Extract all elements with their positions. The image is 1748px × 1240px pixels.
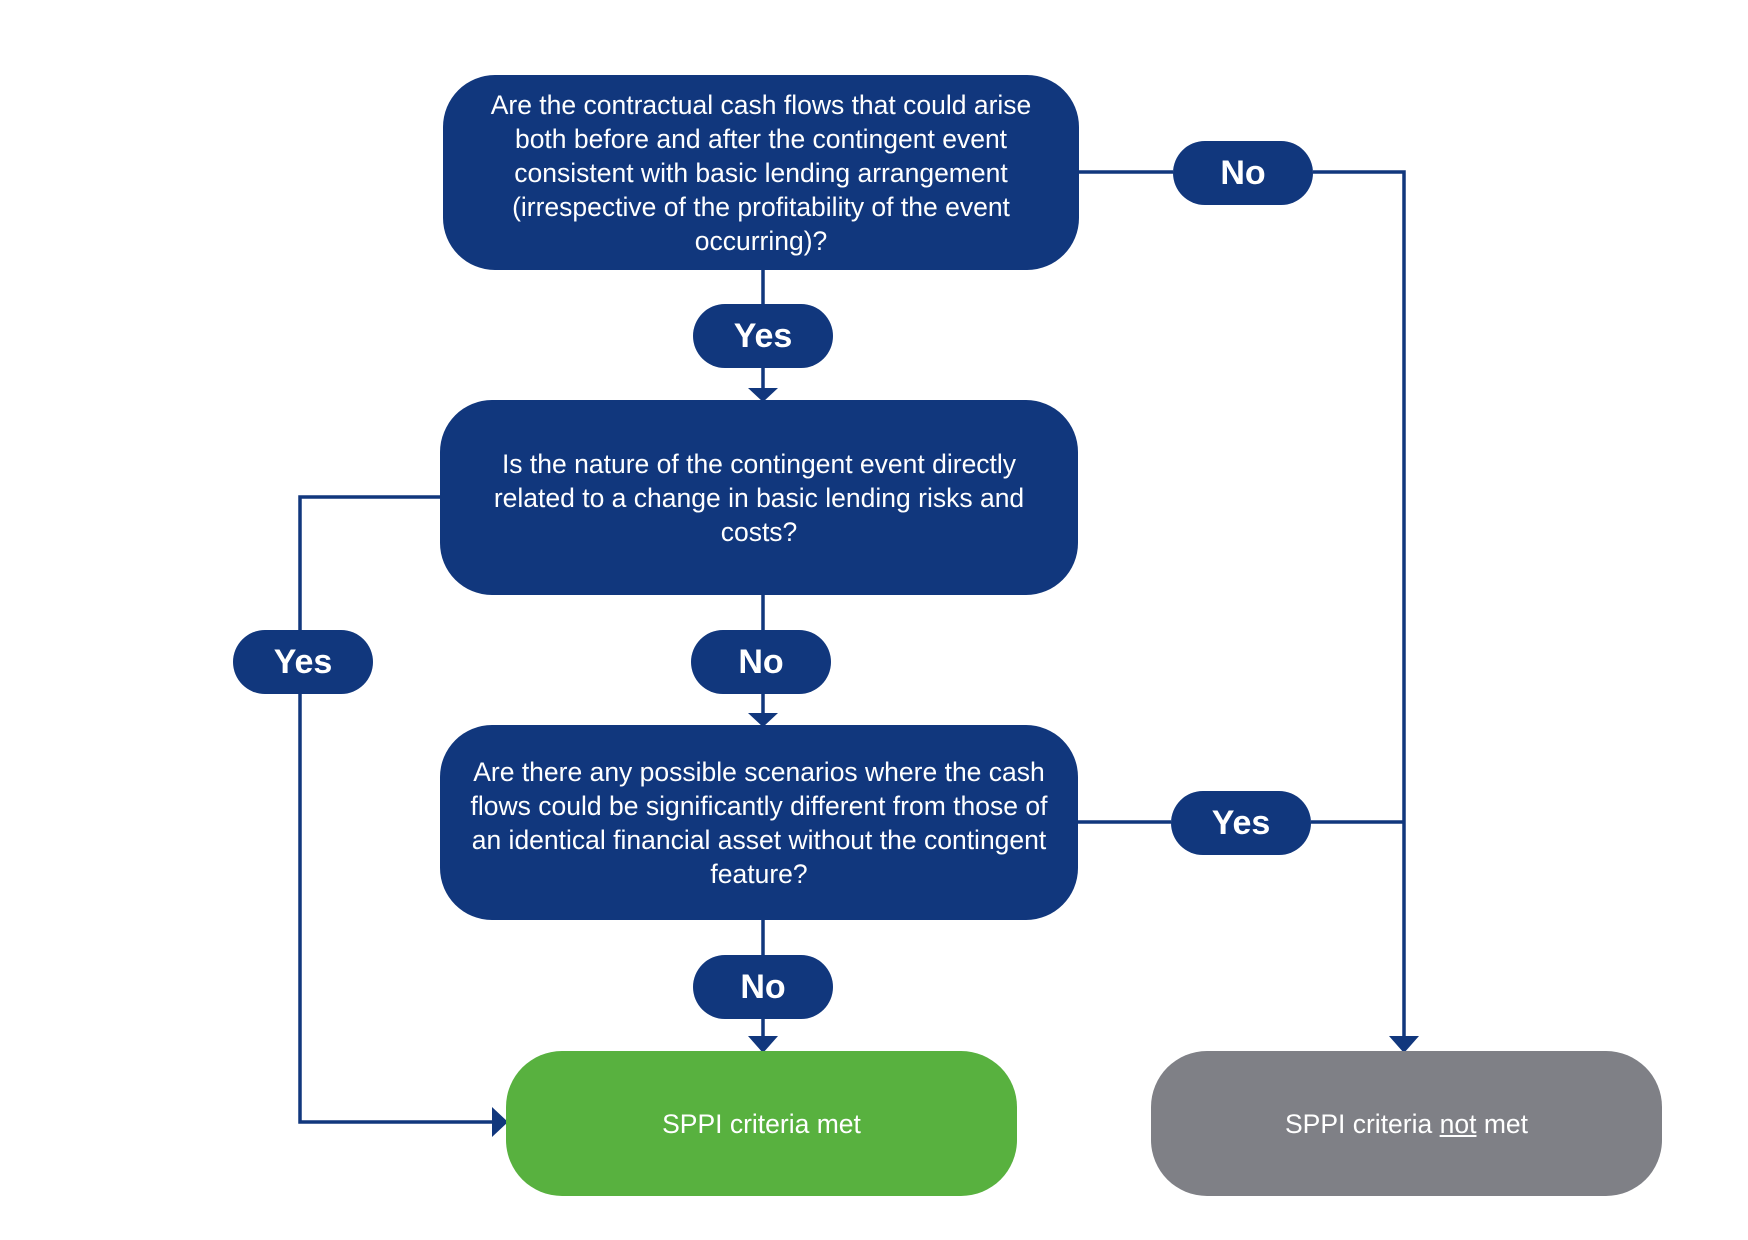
answer-pill-q1-yes: Yes [693,304,833,368]
answer-pill-q3-no: No [693,955,833,1019]
question-box-different-cash-flow-scenarios: Are there any possible scenarios where t… [440,725,1078,920]
answer-pill-q3-yes: Yes [1171,791,1311,855]
answer-pill-q2-yes: Yes [233,630,373,694]
question-box-contingent-event-nature: Is the nature of the contingent event di… [440,400,1078,595]
outcome-text-emphasis: not [1439,1108,1477,1139]
outcome-text-start: SPPI criteria [1284,1108,1440,1139]
answer-pill-q2-no: No [691,630,831,694]
question-box-contractual-cash-flows: Are the contractual cash flows that coul… [443,75,1079,270]
outcome-text: SPPI criteria met [662,1108,861,1139]
outcome-box-criteria-met: SPPI criteria met [506,1051,1017,1196]
arrowhead-to-q2 [748,388,778,402]
outcome-box-criteria-not-met: SPPI criteria not met [1151,1051,1662,1196]
question-text: Are there any possible scenarios where t… [470,756,1048,889]
arrowhead-to-not-met [1389,1036,1419,1053]
question-text: Is the nature of the contingent event di… [493,448,1025,547]
question-text: Are the contractual cash flows that coul… [490,89,1032,256]
connector-q1-no [1079,170,1406,1038]
outcome-text-end: met [1476,1108,1529,1139]
answer-pill-q1-no: No [1173,141,1313,205]
arrowhead-to-q3 [748,713,778,727]
arrowhead-to-met-top [748,1036,778,1053]
arrowhead-to-met-left [492,1107,508,1137]
outcome-text: SPPI criteria not met [1285,1107,1528,1141]
connector-q2-yes [298,495,492,1124]
